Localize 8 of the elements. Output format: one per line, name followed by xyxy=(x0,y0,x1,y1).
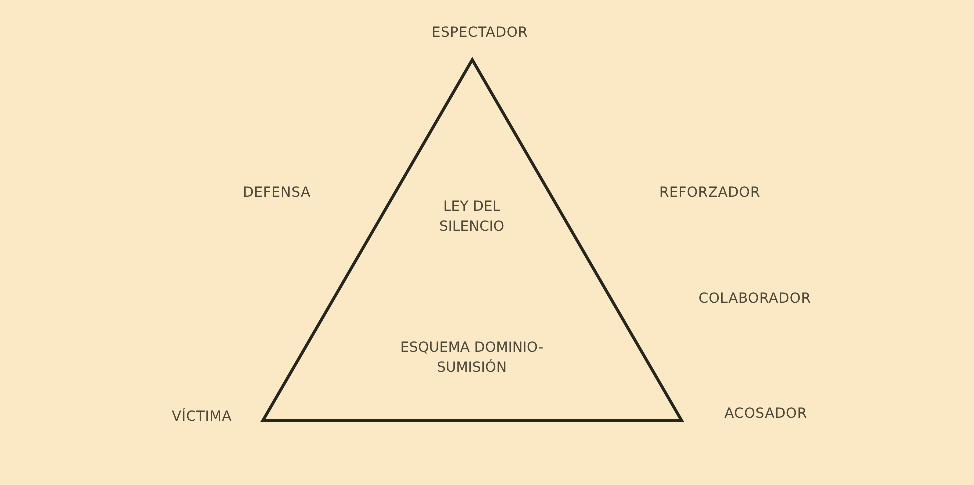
triangle-label: LEY DEL SILENCIO xyxy=(438,198,506,237)
triangle-label: ESQUEMA DOMINIO-SUMISIÓN xyxy=(399,339,545,378)
role-label: REFORZADOR xyxy=(659,185,761,201)
role-label: ESPECTADOR xyxy=(432,25,528,41)
role-label: ACOSADOR xyxy=(724,406,808,422)
role-label: DEFENSA xyxy=(243,185,311,201)
role-label: VÍCTIMA xyxy=(172,409,232,425)
role-label: COLABORADOR xyxy=(698,291,812,307)
